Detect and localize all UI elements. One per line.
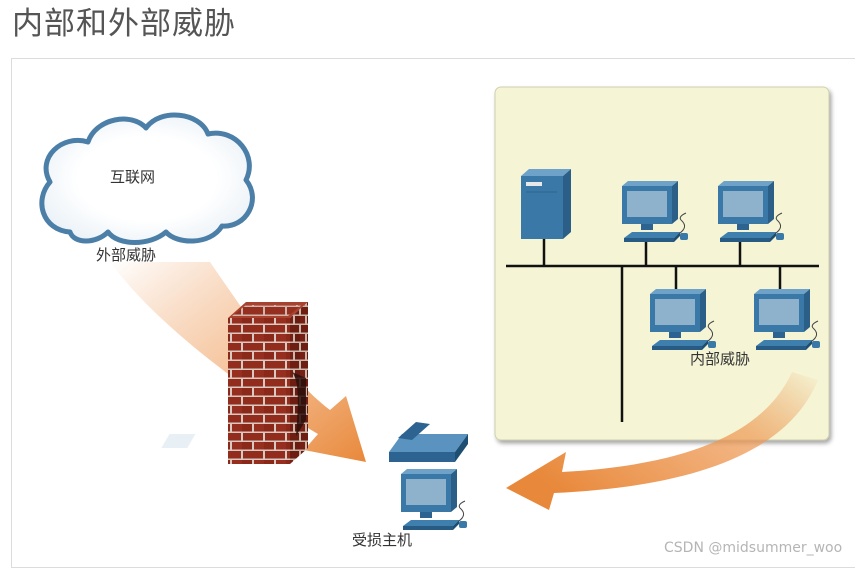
internal-threat-arrow bbox=[506, 372, 818, 510]
page-title: 内部和外部威胁 bbox=[12, 6, 236, 42]
lan-panel bbox=[494, 86, 830, 441]
firewall-icon bbox=[228, 302, 308, 464]
internet-cloud-icon bbox=[39, 112, 255, 245]
watermark: CSDN @midsummer_woo bbox=[664, 540, 842, 556]
lan-bus bbox=[506, 238, 819, 422]
victim-host-label: 受损主机 bbox=[352, 531, 412, 549]
internet-label: 互联网 bbox=[110, 168, 155, 186]
external-threat-label: 外部威胁 bbox=[96, 246, 156, 264]
server-icon bbox=[521, 169, 571, 239]
internal-threat-label: 内部威胁 bbox=[690, 350, 750, 368]
telephone-icon bbox=[161, 422, 468, 462]
victim-host-icon bbox=[400, 468, 468, 531]
